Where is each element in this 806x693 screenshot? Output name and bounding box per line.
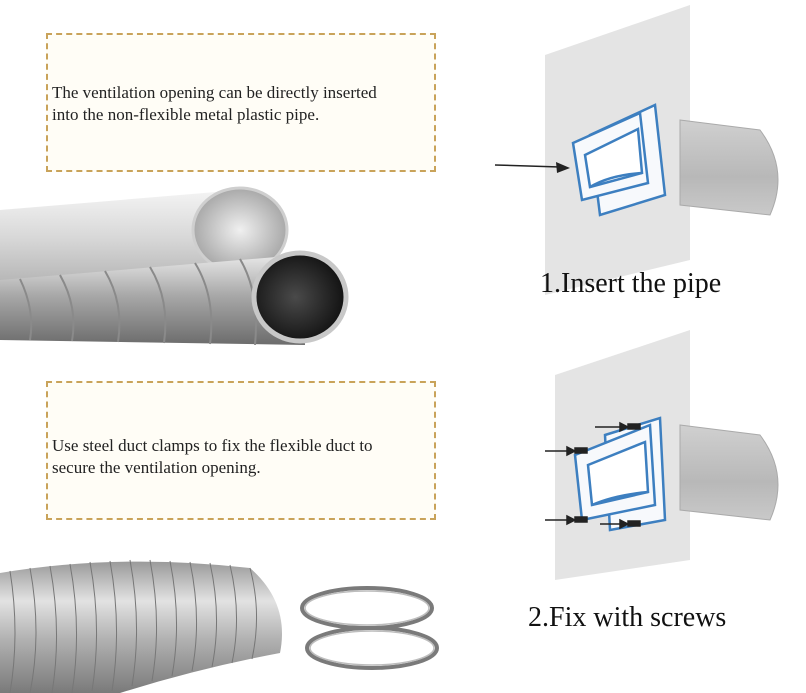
step2-caption: 2.Fix with screws xyxy=(528,602,727,633)
rigid-pipe-illustration xyxy=(0,186,349,345)
duct xyxy=(679,119,779,216)
flex-duct-body xyxy=(0,561,282,693)
step2-diagram xyxy=(545,330,779,580)
screw-icon xyxy=(574,447,588,454)
clamp-bottom xyxy=(305,626,439,670)
back-pipe-body xyxy=(0,190,250,285)
step2-note-box: Use steel duct clamps to fix the flexibl… xyxy=(46,381,436,520)
vent-cover xyxy=(573,416,667,532)
screw-icon xyxy=(627,520,641,527)
step1-note-box: The ventilation opening can be directly … xyxy=(46,33,436,172)
duct xyxy=(679,424,779,521)
flexible-duct-illustration xyxy=(0,559,439,693)
step2-note-line1: Use steel duct clamps to fix the flexibl… xyxy=(52,436,373,455)
step1-note-line2: into the non-flexible metal plastic pipe… xyxy=(52,105,320,124)
duct-clamps xyxy=(300,586,439,670)
step1-caption: 1.Insert the pipe xyxy=(540,268,722,299)
flex-duct-ribs xyxy=(9,559,257,693)
front-pipe-mouth xyxy=(251,250,349,344)
clamp-top xyxy=(300,586,434,630)
screw-icon xyxy=(574,516,588,523)
screw-icon xyxy=(627,423,641,430)
insert-arrow xyxy=(494,162,570,173)
step2-note-line2: secure the ventilation opening. xyxy=(52,458,261,477)
vent-cover xyxy=(571,103,667,217)
step1-diagram xyxy=(494,5,779,295)
front-pipe-body xyxy=(0,255,305,345)
screw-arrows xyxy=(545,421,641,530)
step1-note-line1: The ventilation opening can be directly … xyxy=(52,83,377,102)
